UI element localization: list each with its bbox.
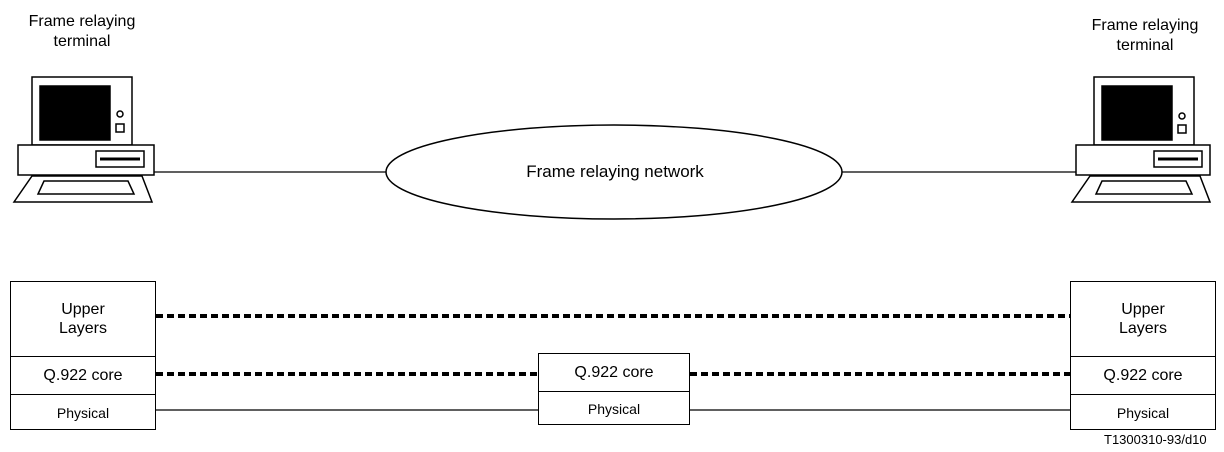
middle-physical-layer: Physical <box>539 391 689 426</box>
right-physical-layer: Physical <box>1071 394 1215 431</box>
left-upper-layers: Upper Layers <box>58 301 108 337</box>
middle-q922-core: Q.922 core <box>574 363 654 381</box>
network-label: Frame relaying network <box>526 162 704 181</box>
right-q922-core: Q.922 core <box>1071 356 1215 394</box>
right-upper-layers: Upper Layers <box>1118 301 1168 337</box>
right-terminal-computer-icon <box>1070 76 1212 203</box>
left-q922-core: Q.922 core <box>11 356 155 394</box>
left-terminal-computer-icon <box>12 76 155 203</box>
middle-protocol-stack: Q.922 core Physical <box>538 353 690 425</box>
figure-reference: T1300310-93/d10 <box>1104 432 1207 447</box>
right-terminal-label: Frame relaying terminal <box>1091 17 1199 54</box>
left-terminal-label: Frame relaying terminal <box>28 13 136 50</box>
left-protocol-stack: Upper Layers Q.922 core Physical <box>10 281 156 430</box>
right-protocol-stack: Upper Layers Q.922 core Physical <box>1070 281 1216 430</box>
left-physical-layer: Physical <box>11 394 155 431</box>
